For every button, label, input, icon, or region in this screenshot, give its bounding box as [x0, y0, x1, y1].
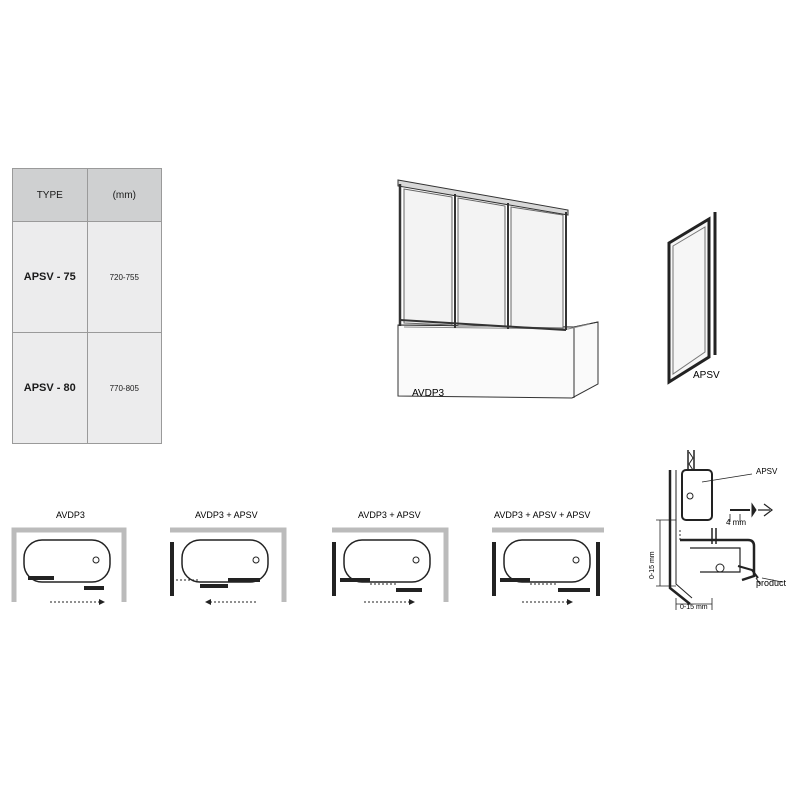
- type-cell: APSV - 75: [12, 221, 88, 333]
- detail-part-label: APSV: [756, 467, 778, 476]
- table-row: APSV - 80 770-805: [12, 332, 162, 444]
- apsv-wall-drawing: [667, 212, 717, 385]
- avdp3-screen-drawing: [397, 179, 599, 399]
- mm-cell: 720-755: [86, 221, 162, 333]
- layout-title: AVDP3 + APSV: [195, 510, 258, 520]
- spec-table: TYPE (mm) APSV - 75 720-755 APSV - 80 77…: [12, 168, 162, 444]
- detail-vertical-range: 0-15 mm: [649, 551, 656, 579]
- mm-cell: 770-805: [86, 332, 162, 444]
- detail-gap-label: 4 mm: [726, 518, 746, 527]
- layout-avdp3-apsv-apsv: [492, 527, 604, 605]
- layout-title: AVDP3 + APSV: [358, 510, 421, 520]
- table-row: APSV - 75 720-755: [12, 221, 162, 333]
- table-header-row: TYPE (mm): [12, 168, 162, 222]
- detail-product-label: product: [756, 578, 787, 588]
- layout-avdp3: [11, 527, 127, 605]
- type-cell: APSV - 80: [12, 332, 88, 444]
- profile-detail-drawing: [656, 450, 783, 610]
- layout-title: AVDP3: [56, 510, 85, 520]
- detail-horizontal-range: 0-15 mm: [680, 604, 708, 611]
- layout-title: AVDP3 + APSV + APSV: [494, 510, 590, 520]
- header-mm: (mm): [86, 168, 162, 222]
- layout-avdp3-apsv-right: [332, 527, 449, 605]
- apsv-label: APSV: [693, 370, 720, 381]
- layout-avdp3-apsv-left: [170, 527, 287, 605]
- avdp3-label: AVDP3: [412, 388, 444, 399]
- header-type: TYPE: [12, 168, 88, 222]
